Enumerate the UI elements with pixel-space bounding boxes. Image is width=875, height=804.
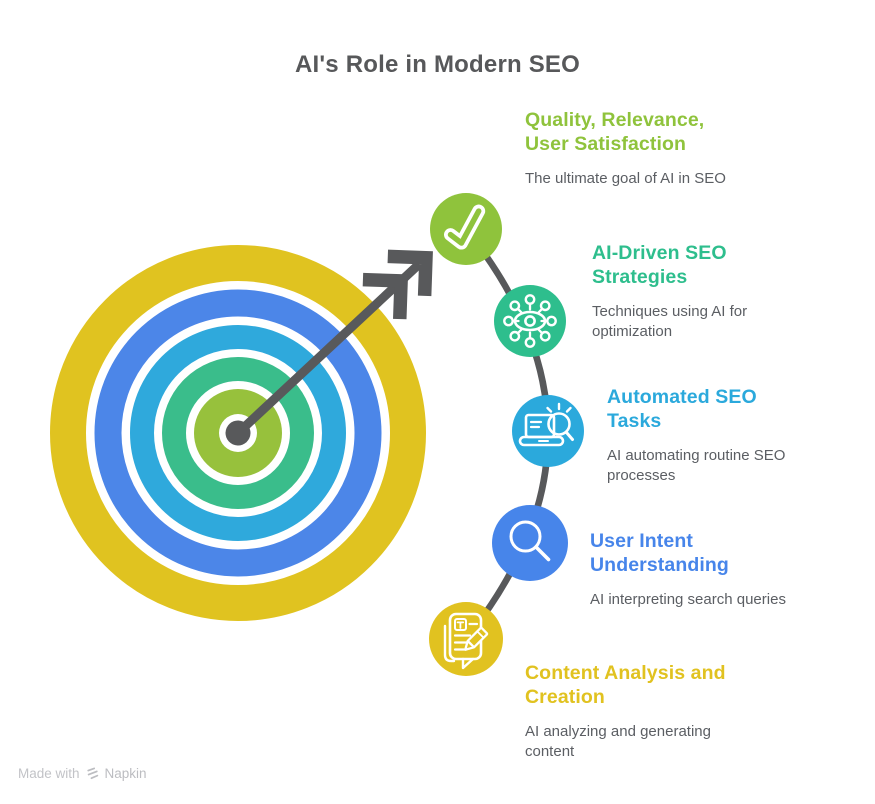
arrow-icon xyxy=(225,249,433,446)
step-5-heading: Content Analysis and Creation xyxy=(525,662,726,708)
arrow-fletching-front xyxy=(362,272,409,320)
step-1-text: Quality, Relevance, User Satisfaction Th… xyxy=(525,108,726,189)
laptop-search-icon xyxy=(518,402,574,447)
step-1-description: The ultimate goal of AI in SEO xyxy=(525,170,726,187)
step-5-circle xyxy=(429,602,503,676)
check-icon xyxy=(444,204,486,250)
arrow-pivot-dot xyxy=(225,420,251,446)
step-3-node xyxy=(512,395,584,467)
search-icon xyxy=(509,520,551,562)
step-5-text: Content Analysis and Creation AI analyzi… xyxy=(525,661,726,762)
step-3-heading: Automated SEO Tasks xyxy=(607,386,757,432)
arrow-fletching-back xyxy=(387,249,433,297)
step-1-heading: Quality, Relevance, User Satisfaction xyxy=(525,109,705,155)
napkin-logo-icon xyxy=(86,767,98,780)
page-title: AI's Role in Modern SEO xyxy=(294,51,580,78)
napkin-brand-label: Napkin xyxy=(104,766,147,781)
step-2-heading: AI-Driven SEO Strategies xyxy=(592,242,727,288)
step-3-text: Automated SEO Tasks AI automating routin… xyxy=(607,385,785,486)
step-4-heading: User Intent Understanding xyxy=(590,530,729,576)
target-ring-yellow xyxy=(50,245,426,621)
made-with-label: Made with xyxy=(18,766,80,781)
eye-network-icon xyxy=(503,294,557,348)
target-ring-cyan xyxy=(130,325,346,541)
target-ring-green xyxy=(162,357,314,509)
step-4-text: User Intent Understanding AI interpretin… xyxy=(590,529,786,610)
step-1-node xyxy=(430,193,502,265)
step-3-description: AI automating routine SEO processes xyxy=(607,447,786,484)
step-2-description: Techniques using AI for optimization xyxy=(592,303,748,340)
arrow-shaft xyxy=(235,262,421,436)
step-2-node xyxy=(494,285,566,357)
pencil-glyph xyxy=(464,626,489,651)
target-ring-blue xyxy=(94,289,382,577)
made-with-napkin-attribution: Made with Napkin xyxy=(18,766,147,781)
step-2-text: AI-Driven SEO Strategies Techniques usin… xyxy=(592,241,747,342)
document-pencil-icon xyxy=(443,612,489,670)
step-4-node xyxy=(492,505,568,581)
step-5-description: AI analyzing and generating content xyxy=(525,723,711,760)
step-5-node xyxy=(429,602,503,676)
step-4-circle xyxy=(492,505,568,581)
step-4-description: AI interpreting search queries xyxy=(590,591,786,608)
step-3-circle xyxy=(512,395,584,467)
